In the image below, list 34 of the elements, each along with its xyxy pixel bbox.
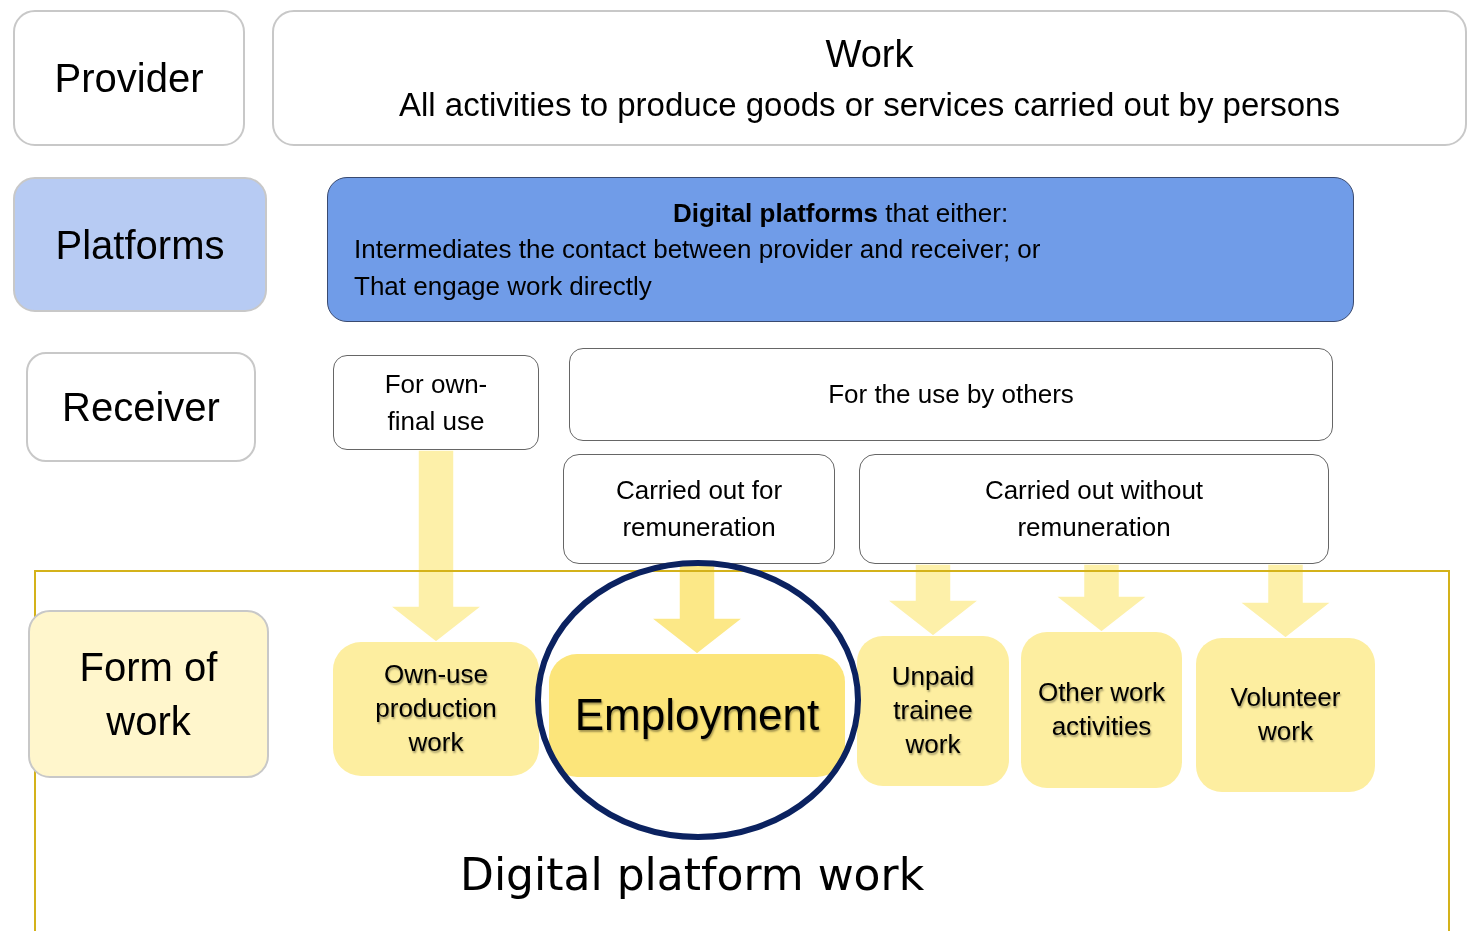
category-box — [563, 454, 835, 564]
row-label-box — [13, 10, 245, 146]
row-label: Receiver — [62, 384, 220, 431]
row-label: Platforms — [55, 221, 225, 269]
row-label: Form of work — [78, 644, 219, 745]
description-text: Intermediates the contact between provider and receiver; or — [353, 233, 1041, 267]
heading: Digital platforms that either: — [672, 196, 1009, 230]
work-form-box — [333, 642, 539, 776]
work-form-label: Other work activities — [1036, 676, 1167, 743]
platform-box — [327, 177, 1354, 322]
category-label: For own-final use — [383, 367, 489, 438]
category-label: Carried out without remuneration — [983, 474, 1205, 544]
work-form-label: Own-use production work — [374, 658, 498, 759]
category-label: For the use by others — [827, 378, 1075, 412]
definition-text: All activities to produce goods or services carried out by persons — [399, 84, 1340, 125]
work-form-label: Employment — [573, 689, 821, 742]
work-form-label: Unpaid trainee work — [890, 660, 976, 761]
work-form-box — [1196, 638, 1375, 792]
frame-title: Digital platform work — [460, 848, 925, 902]
category-label: Carried out for remuneration — [614, 474, 784, 544]
work-form-box — [857, 636, 1009, 786]
row-label-box — [26, 352, 256, 462]
category-box — [333, 355, 539, 450]
heading: Work — [825, 32, 914, 78]
work-form-box — [1021, 632, 1182, 788]
row-label: Provider — [54, 55, 204, 102]
work-form-label: Volunteer work — [1229, 681, 1342, 748]
category-box — [859, 454, 1329, 564]
description-text: That engage work directly — [353, 269, 652, 303]
work-form-box — [549, 654, 845, 777]
row-label-box — [28, 610, 269, 778]
definition-box — [272, 10, 1467, 146]
category-box — [569, 348, 1333, 441]
row-label-box — [13, 177, 267, 312]
